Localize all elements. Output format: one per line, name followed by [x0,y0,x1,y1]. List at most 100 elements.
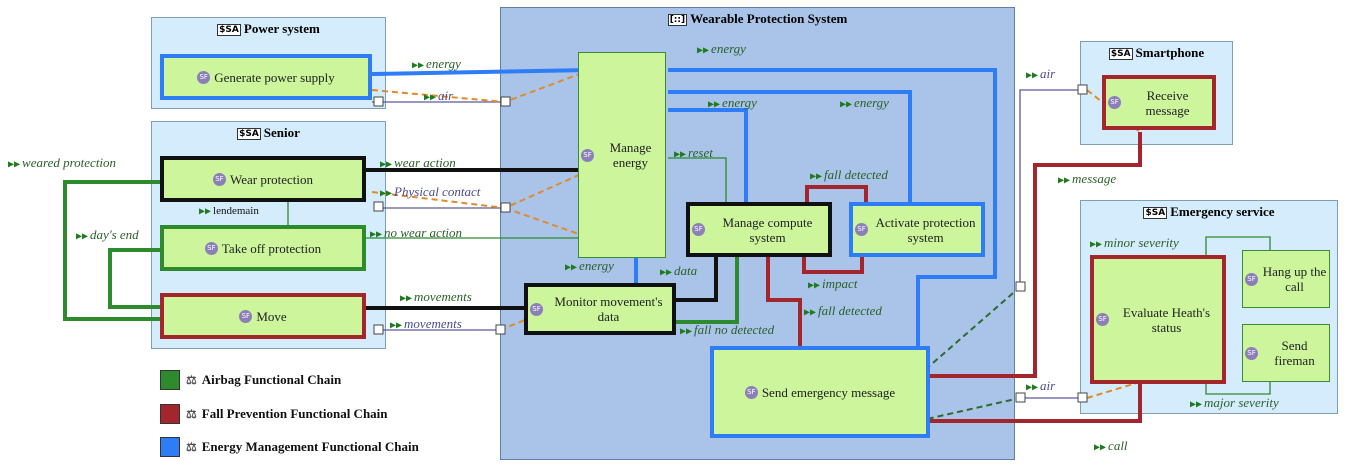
fall-detected-wire [805,185,868,206]
legend-fall-prevention-chain: ⚖ Fall Prevention Functional Chain [160,404,388,424]
label-air: ▶▶air [1026,378,1056,393]
label-weared-protection: ▶▶weared protection [8,155,117,170]
label-energy: ▶▶energy [840,95,889,110]
legend-swatch [160,370,180,390]
label-wear-action: ▶▶wear action [380,155,456,170]
port [500,202,511,213]
function-icon: SF [1245,272,1258,286]
legend-swatch [160,437,180,457]
label-energy: ▶▶energy [412,56,461,71]
dashed-link-3 [504,207,591,239]
label-physical-contact: ▶▶Physical contact [380,184,481,199]
legend-swatch [160,404,180,424]
label-lendemain: ▶▶lendemain [199,205,259,217]
function-icon: SF [1096,313,1109,326]
fall-detected-wire-2 [766,256,802,348]
label-energy: ▶▶energy [697,41,746,56]
wps-title: [::]Wearable Protection System [667,11,848,26]
data-wire [676,256,718,302]
energy-wire-3 [668,90,912,204]
system-badge-icon: $SA [1143,207,1168,219]
days-end-wire [108,248,160,309]
function-icon: SF [197,70,211,84]
legend-energy-management-chain: ⚖ Energy Management Functional Chain [160,437,419,457]
message-wire [918,132,1142,378]
call-wire [918,382,1142,423]
label-major-severity: ▶▶major severity [1190,395,1279,410]
label-data: ▶▶data [660,263,698,278]
function-icon: SF [1108,96,1121,109]
label-minor-severity: ▶▶minor severity [1090,235,1179,250]
function-icon: SF [212,172,226,186]
chain-icon: ⚖ [186,439,197,454]
label-fall-detected: ▶▶fall detected [810,167,888,182]
dashed-link-8 [917,397,1021,422]
port [1077,392,1088,403]
label-fall-no-detected: ▶▶fall no detected [680,322,775,337]
port [373,96,384,107]
label-fall-detected: ▶▶fall detected [804,303,882,318]
system-badge-icon: $SA [237,128,261,140]
minor-severity-wire [1205,236,1271,258]
label-reset: ▶▶reset [674,145,713,160]
major-severity-wire [1205,382,1271,395]
label-movements: ▶▶movements [390,316,462,331]
chain-icon: ⚖ [186,372,197,387]
reset-wire [668,157,727,204]
port [373,324,384,335]
label-call: ▶▶call [1094,438,1128,453]
label-no-wear-action: ▶▶no wear action [370,225,463,240]
system-badge-icon: [::] [667,14,688,26]
chain-icon: ⚖ [186,406,197,421]
label-energy: ▶▶energy [565,258,614,273]
port [1015,392,1026,403]
system-badge-icon: $SA [217,24,241,36]
label-air: ▶▶air [1026,66,1056,81]
label-movements: ▶▶movements [400,289,472,304]
function-icon: SF [855,223,868,236]
label-air: ▶▶air [424,88,454,103]
energy-wire-2 [668,68,997,348]
label-impact: ▶▶impact [808,276,858,291]
label-energy: ▶▶energy [708,95,757,110]
function-icon: SF [530,302,543,316]
label-message: ▶▶message [1058,171,1117,186]
energy-wire-1 [371,68,591,76]
function-icon: SF [581,148,594,162]
function-icon: SF [692,223,705,236]
function-icon: SF [204,241,218,255]
energy-wire-4 [668,108,748,204]
port [1015,281,1026,292]
label-days-end: ▶▶day's end [76,227,139,242]
fall-no-detected-wire [676,256,739,324]
port [1077,84,1088,95]
port [500,96,511,107]
air-wire-2 [1019,89,1087,287]
impact-wire [802,256,864,274]
dashed-link-7 [917,286,1021,377]
port [495,324,506,335]
legend-airbag-chain: ⚖ Airbag Functional Chain [160,370,341,390]
dashed-link-6 [1086,381,1141,399]
function-icon: SF [744,385,758,399]
weared-protection-wire [63,180,160,321]
system-badge-icon: $SA [1108,48,1133,60]
function-icon: SF [239,309,253,323]
